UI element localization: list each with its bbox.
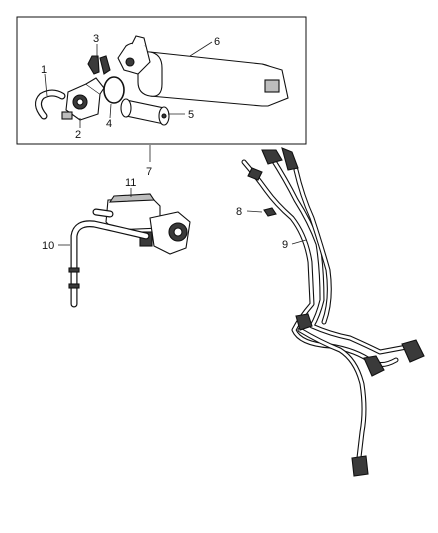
callout-5: 5 — [188, 109, 194, 121]
hose-elbow[interactable] — [35, 89, 66, 120]
callout-7: 7 — [146, 166, 152, 178]
callout-3: 3 — [93, 33, 99, 45]
callout-10: 10 — [42, 240, 54, 252]
vapor-line-bundle[interactable] — [241, 147, 425, 477]
leader-lines — [44, 41, 307, 246]
filter[interactable] — [120, 98, 170, 126]
callout-6: 6 — [214, 36, 220, 48]
leak-detection-pump[interactable] — [61, 77, 105, 121]
callout-4: 4 — [106, 118, 112, 130]
clip[interactable] — [87, 55, 111, 75]
inset-frame — [16, 16, 307, 145]
callout-2: 2 — [75, 129, 81, 141]
callout-11: 11 — [125, 177, 136, 189]
vapor-canister[interactable] — [117, 35, 289, 107]
callout-1: 1 — [41, 64, 47, 76]
o-ring[interactable] — [103, 76, 125, 104]
valve-assembly[interactable] — [105, 193, 191, 255]
callout-9: 9 — [282, 239, 288, 251]
callout-labels: 1 2 3 4 5 6 7 8 9 10 11 — [41, 33, 288, 252]
purge-hose[interactable] — [68, 208, 150, 308]
line-clip[interactable] — [263, 207, 277, 217]
callout-8: 8 — [236, 206, 242, 218]
